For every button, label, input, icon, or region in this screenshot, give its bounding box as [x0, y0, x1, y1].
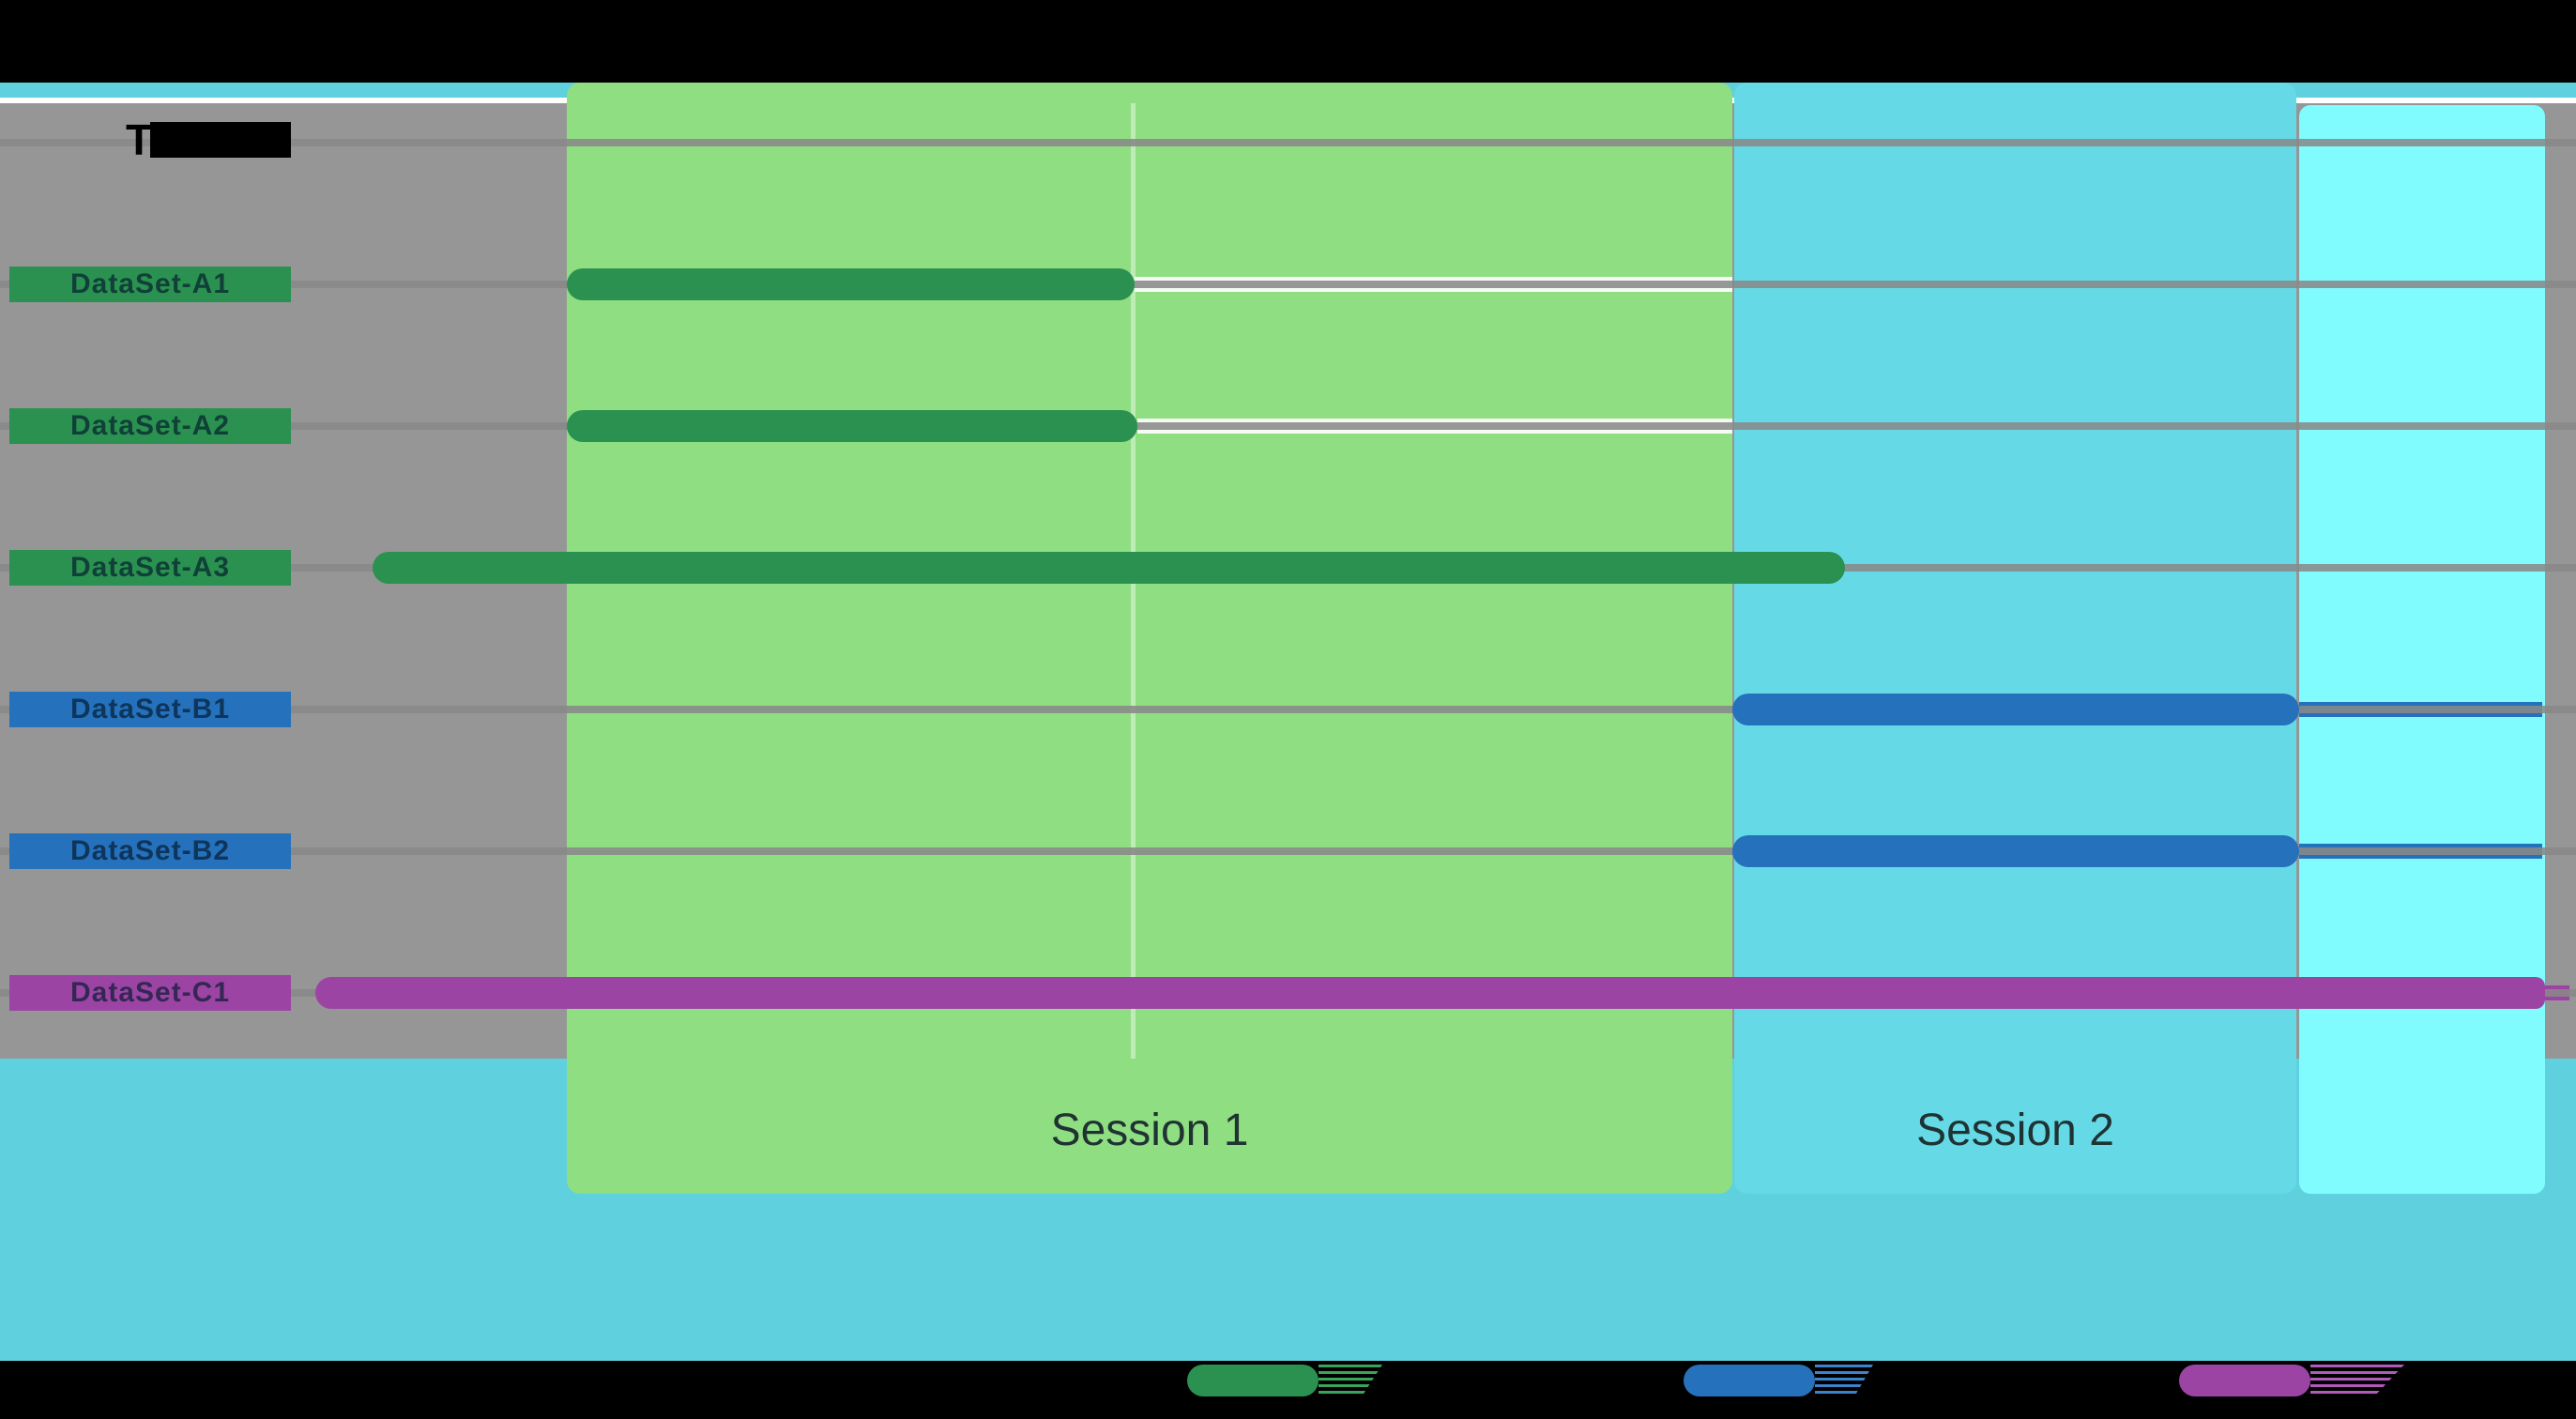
- bar-dataset-b1: [1732, 694, 2299, 725]
- extra-cyan-band: [2299, 105, 2545, 1194]
- row-label-dataset-b2: DataSet-B2: [9, 833, 291, 869]
- bar-dataset-a3: [373, 552, 1845, 584]
- row-label-dataset-c1: DataSet-C1: [9, 975, 291, 1011]
- gridline-row-a1: [0, 281, 2576, 288]
- session2-caption: Session 2: [1916, 1105, 2114, 1155]
- bar-dataset-b2: [1732, 835, 2299, 867]
- row-label-dataset-a1: DataSet-A1: [9, 267, 291, 302]
- bar-dataset-a2: [567, 410, 1137, 442]
- row-label-dataset-a3: DataSet-A3: [9, 550, 291, 586]
- legend-green-swatch-icon: [1187, 1365, 1318, 1396]
- gridline-row-b2: [0, 847, 2576, 855]
- bar-dataset-c1: [315, 977, 2545, 1009]
- session1-caption: Session 1: [1050, 1105, 1249, 1155]
- legend-magenta-swatch-icon: [2179, 1365, 2310, 1396]
- row-label-dataset-b1: DataSet-B1: [9, 692, 291, 727]
- gridline-row-title: [0, 139, 2576, 146]
- session1-band: [567, 83, 1732, 1194]
- row-label-dataset-a2: DataSet-A2: [9, 408, 291, 444]
- gridline-row-a2: [0, 422, 2576, 430]
- chart-title-visible-glyph: T: [126, 115, 153, 164]
- chart-title-redaction-box: [150, 122, 291, 158]
- gridline-row-b1: [0, 706, 2576, 713]
- legend-blue-swatch-icon: [1684, 1365, 1815, 1396]
- bar-dataset-a1: [567, 268, 1135, 300]
- session2-band: [1734, 83, 2296, 1194]
